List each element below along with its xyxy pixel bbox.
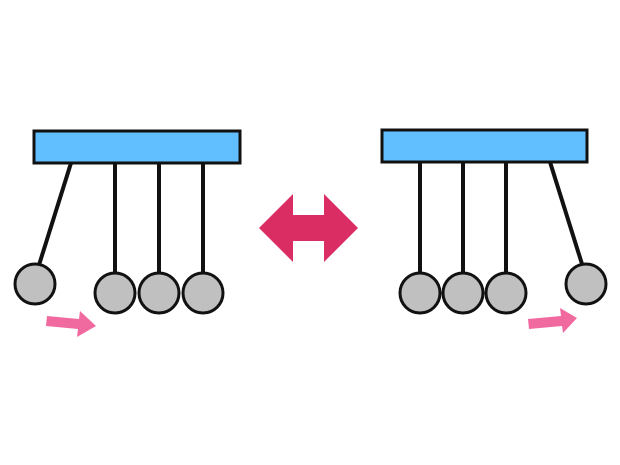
right-cradle <box>380 128 608 333</box>
left-cradle <box>13 129 242 337</box>
double-headed-arrow <box>259 194 358 262</box>
right-cradle-ball-4 <box>564 262 608 306</box>
right-cradle-ball-1 <box>398 271 442 315</box>
left-cradle-ball-1 <box>13 262 57 306</box>
left-motion-arrow <box>46 311 96 337</box>
left-cradle-frame <box>32 129 242 165</box>
left-cradle-string-1 <box>37 162 73 266</box>
left-cradle-ball-2 <box>93 271 137 315</box>
left-cradle-ball-3 <box>137 271 181 315</box>
right-cradle-ball-3 <box>484 271 528 315</box>
right-cradle-ball-2 <box>441 271 485 315</box>
right-cradle-string-4 <box>548 161 584 265</box>
left-cradle-ball-4 <box>181 271 225 315</box>
right-motion-arrow <box>528 308 577 333</box>
right-cradle-frame <box>380 128 589 164</box>
